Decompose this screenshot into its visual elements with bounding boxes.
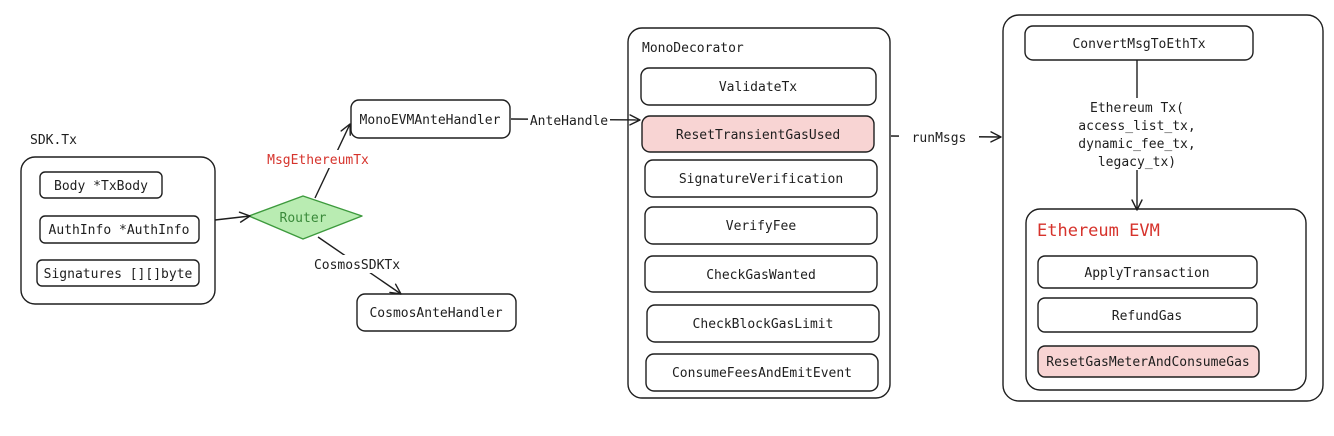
signatures-field-text: Signatures [][]byte [44,267,193,282]
decorator-step-box [640,67,877,106]
execution-container [1002,14,1324,402]
cosmos-ante-handler-box [356,293,517,332]
router-diamond [248,195,363,240]
mono-evm-ante-handler-text: MonoEVMAnteHandler [360,113,501,128]
decorator-step-box [644,255,878,293]
msg-ethereum-tx-label: MsgEthereumTx [267,153,369,168]
authinfo-field-text: AuthInfo *AuthInfo [49,223,190,238]
decorator-step-box [644,206,878,245]
decorator-step-text: ResetTransientGasUsed [676,128,840,143]
decorator-step-text: SignatureVerification [679,172,843,187]
decorator-step-box [644,159,878,198]
sdktx-to-router-arrow [214,211,251,223]
body-field-box [39,171,163,199]
convert-msg-box [1024,25,1254,61]
evm-step-text: RefundGas [1112,309,1182,324]
eth-tx-line: legacy_tx) [1098,155,1176,170]
cosmos-ante-handler-text: CosmosAnteHandler [369,306,502,321]
signatures-field-box [36,259,200,287]
evm-step-box [1037,297,1258,333]
router-label: Router [280,211,327,226]
sdk-tx-container [20,156,216,305]
ethereum-evm-container [1025,208,1307,391]
ante-handle-label: AnteHandle [530,114,608,129]
decorator-step-box [641,115,875,153]
decorator-step-text: CheckBlockGasLimit [693,317,834,332]
decorator-step-text: VerifyFee [726,219,797,234]
evm-step-text: ApplyTransaction [1084,266,1209,281]
mono-evm-ante-handler-box [350,99,511,139]
eth-tx-line: Ethereum Tx( [1090,101,1184,116]
evm-step-text: ResetGasMeterAndConsumeGas [1046,355,1250,370]
mono-decorator-container [627,27,891,399]
decorator-step-box [645,353,879,392]
evm-step-box [1037,345,1260,378]
convert-msg-text: ConvertMsgToEthTx [1072,37,1205,52]
decorator-step-text: ConsumeFeesAndEmitEvent [672,366,852,381]
sdk-tx-label: SDK.Tx [30,133,77,148]
decorator-step-text: ValidateTx [719,80,797,95]
decorator-step-text: CheckGasWanted [706,268,816,283]
eth-tx-line: access_list_tx, [1078,119,1195,134]
body-field-text: Body *TxBody [54,179,148,194]
eth-tx-line: dynamic_fee_tx, [1078,137,1195,152]
decorator-step-box [646,304,880,343]
mono-decorator-title: MonoDecorator [642,41,744,56]
ethereum-evm-title: Ethereum EVM [1037,221,1160,241]
run-msgs-label: runMsgs [912,131,967,146]
cosmos-sdk-tx-label: CosmosSDKTx [314,258,400,273]
evm-step-box [1037,255,1258,289]
authinfo-field-box [39,215,200,244]
